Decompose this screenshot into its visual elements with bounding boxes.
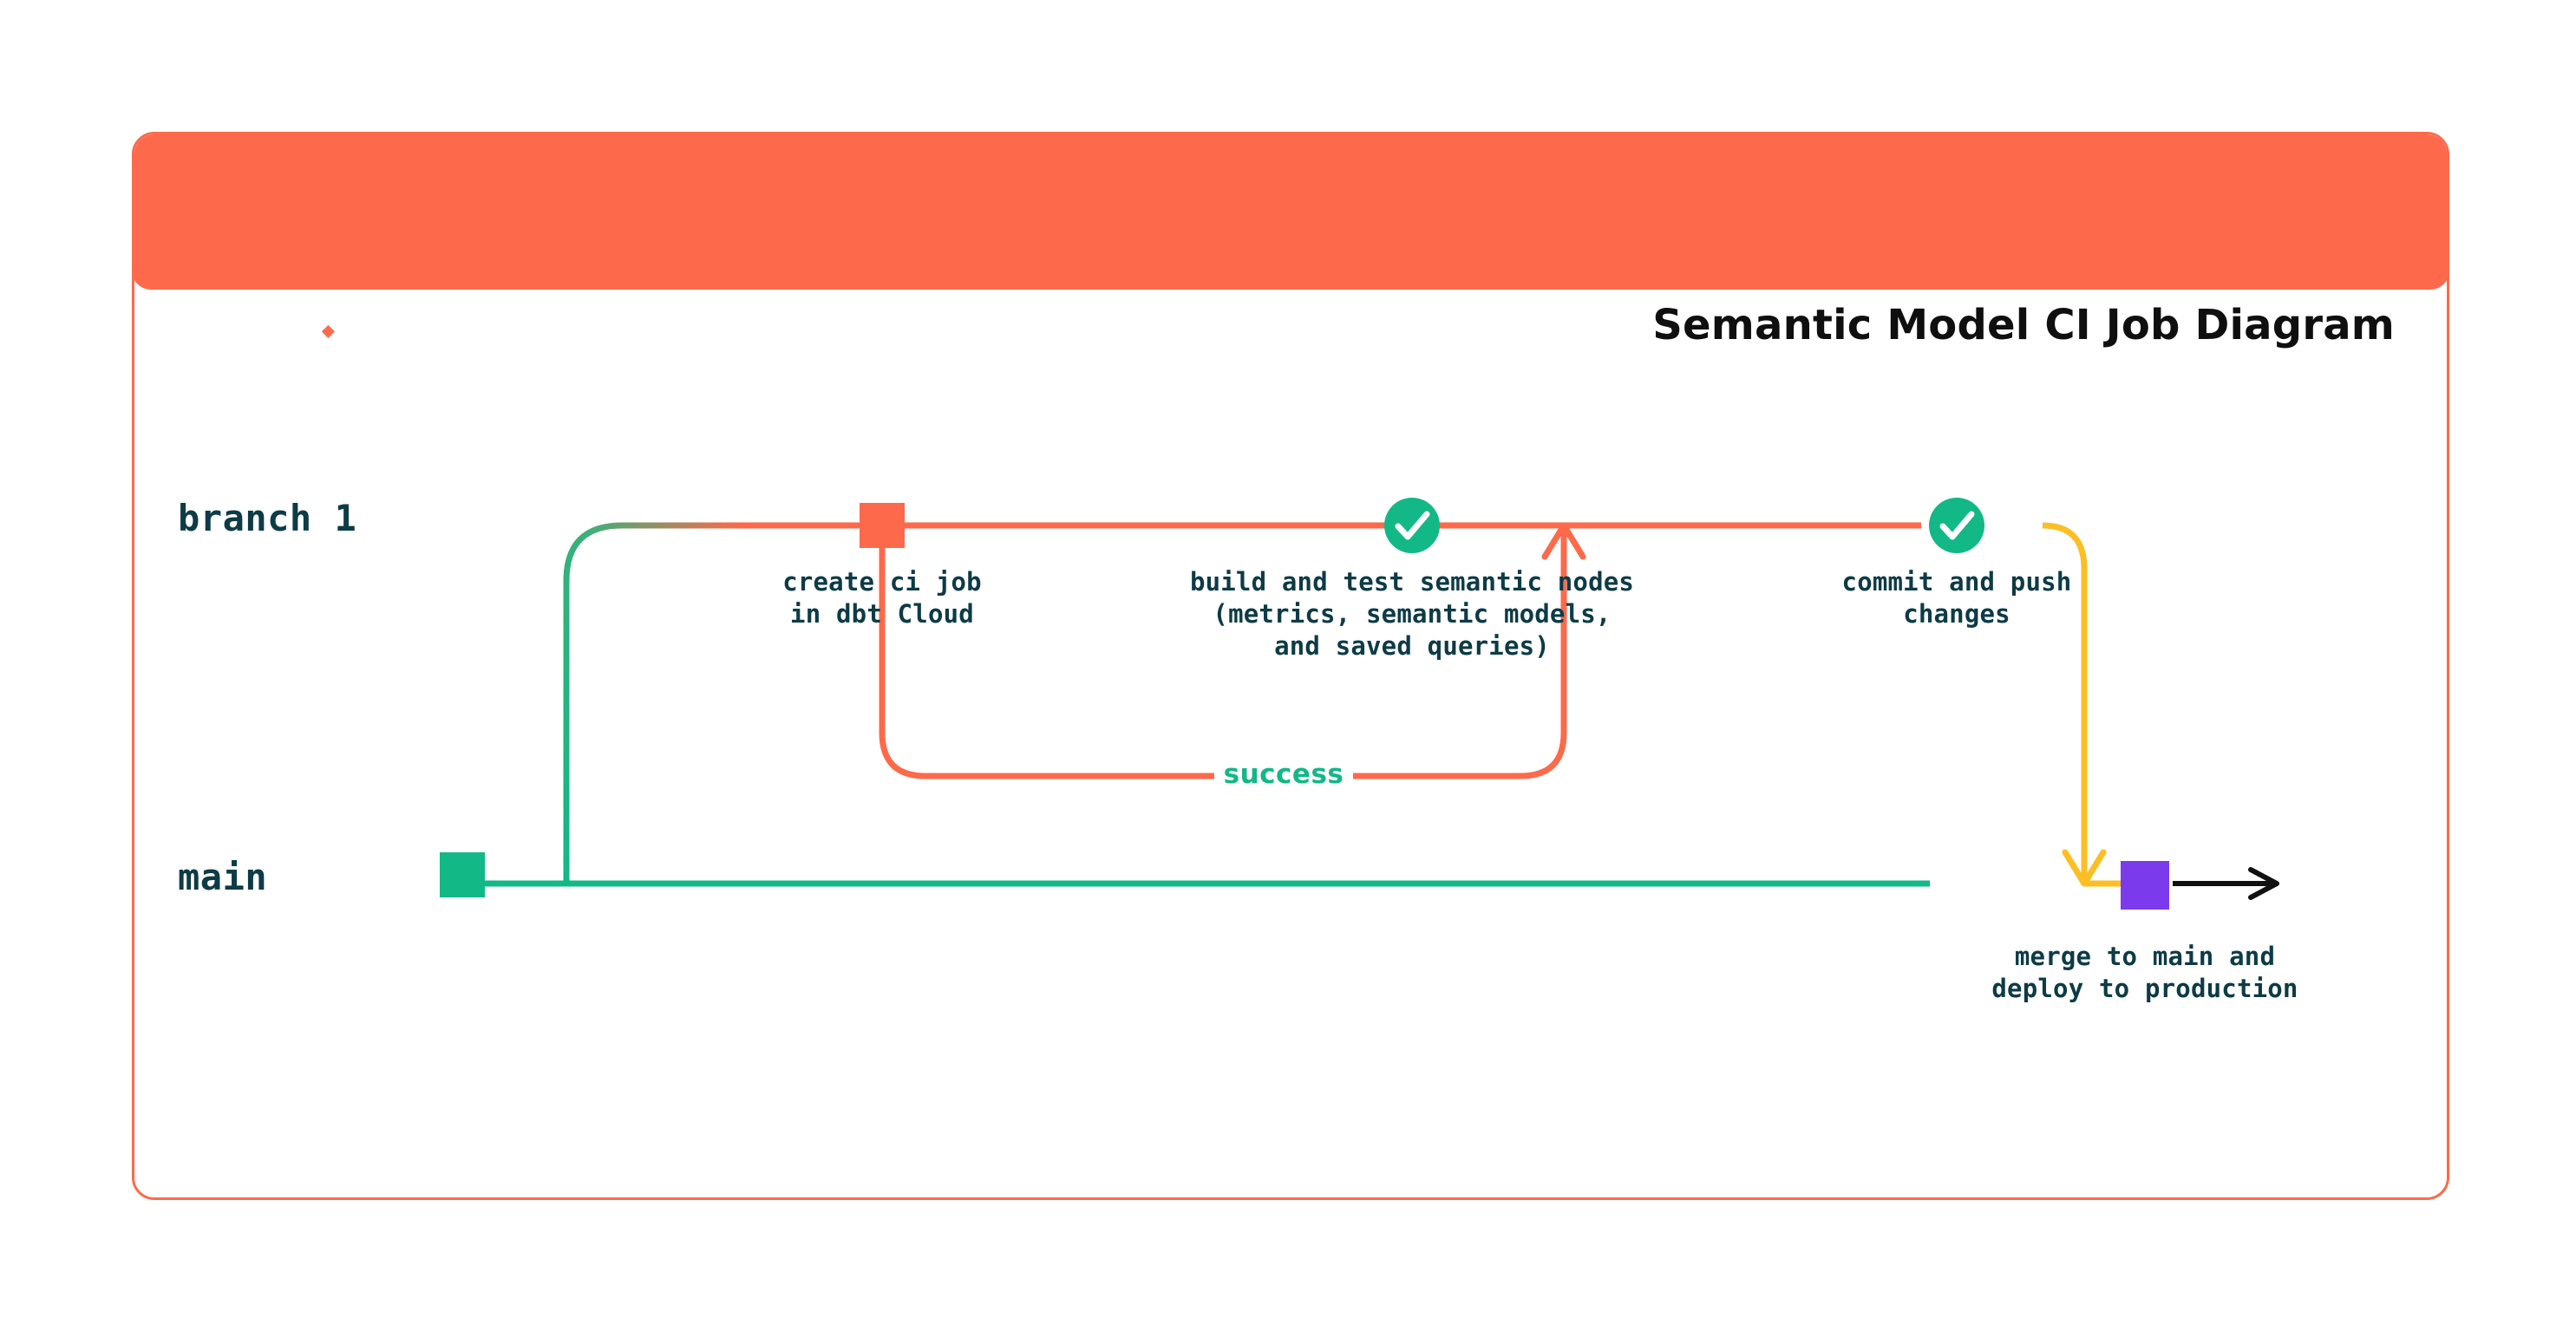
commit-marker-merge-to-main <box>2121 861 2169 910</box>
branch-label-branch-1: branch 1 <box>178 497 357 539</box>
branch-out-edge <box>563 522 742 884</box>
node-line-2: (metrics, semantic models, <box>1213 599 1612 629</box>
node-line-2: deploy to production <box>1991 974 2298 1004</box>
branch-label-main: main <box>178 856 268 898</box>
node-line-1: build and test semantic nodes <box>1189 567 1635 597</box>
success-loop-edge <box>879 522 1586 779</box>
node-line-1: create ci job <box>782 567 982 597</box>
node-line-3: and saved queries) <box>1274 631 1550 662</box>
commit-marker-create-ci-job <box>860 503 905 548</box>
node-label-merge-to-main: merge to main and deploy to production <box>1798 941 2447 1005</box>
diagram-card: Semantic Model CI Job Diagram <box>132 132 2449 1200</box>
node-label-build-and-test: build and test semantic nodes(metrics, s… <box>1074 566 1750 662</box>
page-title: Semantic Model CI Job Diagram <box>1652 301 2395 349</box>
card-header <box>134 134 2447 290</box>
edge-label-success: success <box>1223 759 1344 790</box>
merge-edge <box>2042 522 2107 887</box>
commit-marker-main-start <box>440 852 485 897</box>
check-circle-icon-commit-and-push <box>1929 498 1984 553</box>
dbt-logo-icon <box>292 296 363 367</box>
node-line-1: merge to main and <box>2014 942 2276 971</box>
node-line-2: in dbt Cloud <box>790 599 974 629</box>
node-line-2: changes <box>1903 599 2010 629</box>
main-continues-edge <box>2084 867 2279 900</box>
check-circle-icon-build-and-test <box>1384 498 1440 553</box>
node-line-1: commit and push <box>1841 567 2072 597</box>
diagram-svg <box>440 498 2279 910</box>
